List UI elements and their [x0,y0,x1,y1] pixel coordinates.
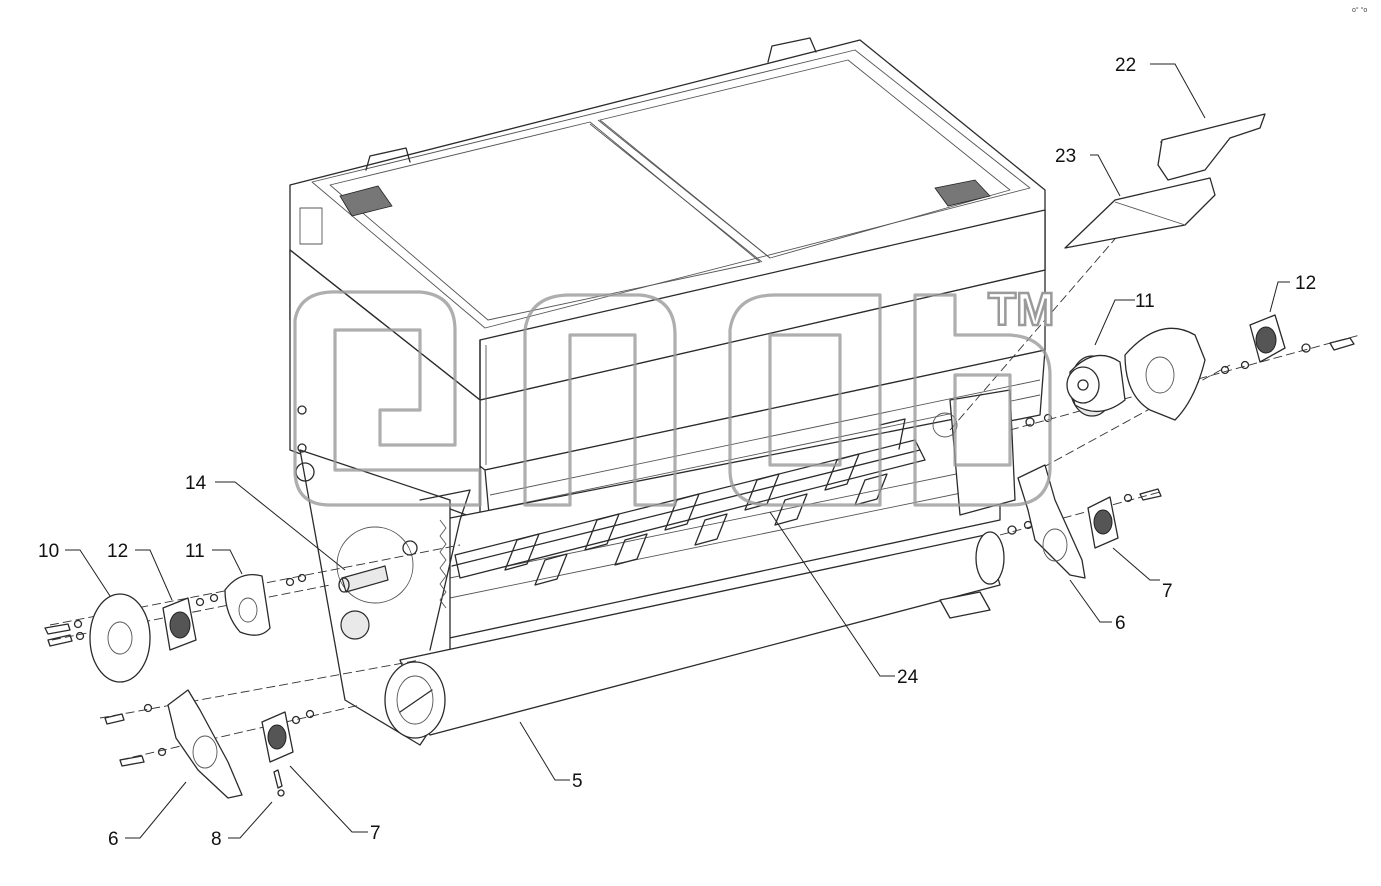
callout-14: 14 [185,473,207,494]
right-side-parts [1007,113,1355,579]
callout-11-right: 11 [1135,291,1155,312]
callout-7-right: 7 [1162,581,1173,602]
spinner-roll [384,531,1005,739]
callout-22: 22 [1115,55,1136,76]
callout-5: 5 [572,771,583,792]
callout-23: 23 [1055,146,1076,167]
callout-6-left: 6 [108,829,119,850]
callout-7-left: 7 [370,823,381,844]
callout-10: 10 [38,541,59,562]
callout-12-left: 12 [107,541,128,562]
agitator-shaft [451,418,926,586]
callout-8: 8 [211,829,222,850]
trademark-symbol: TM [988,283,1054,335]
callout-11-left: 11 [185,541,205,562]
callout-24: 24 [897,667,919,688]
leader-lines [65,63,1290,839]
callout-12-right: 12 [1295,273,1316,294]
watermark-logo: TM [293,282,1056,507]
callout-labels: 22 23 12 11 14 10 12 11 7 6 24 5 6 8 7 [38,55,1316,850]
left-side-parts [44,565,389,799]
callout-6-right: 6 [1115,613,1126,634]
corner-mark: o° °o [1352,6,1367,14]
